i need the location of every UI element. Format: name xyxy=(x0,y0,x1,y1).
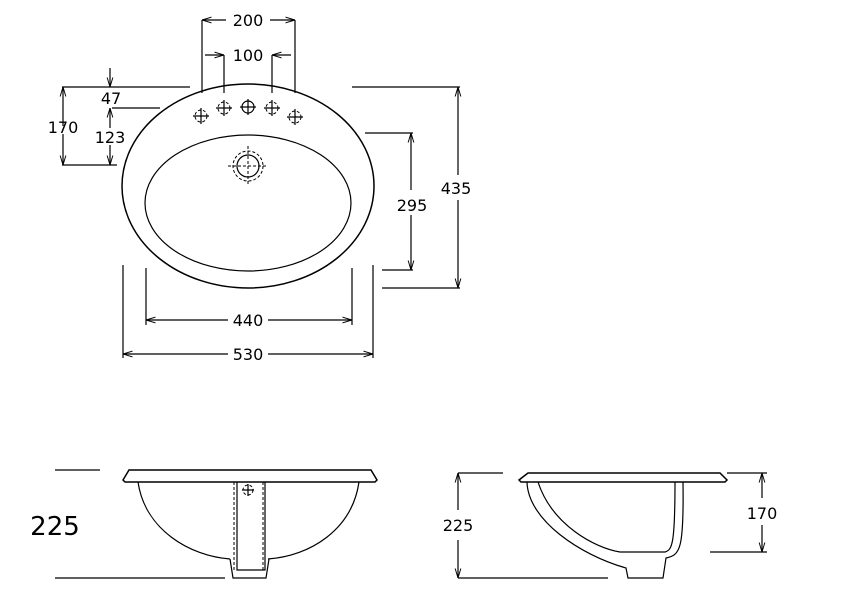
dim-123: 123 xyxy=(95,128,126,147)
tap-holes xyxy=(193,99,303,125)
drain-icon xyxy=(228,146,268,186)
basin-outer-rim xyxy=(121,83,375,289)
basin-bowl xyxy=(144,134,352,272)
front-rim xyxy=(122,469,378,483)
dim-170: 170 xyxy=(48,118,79,137)
overflow-icon xyxy=(242,484,254,496)
dim-225-side: 225 xyxy=(443,516,474,535)
side-rim xyxy=(517,472,729,483)
top-view: 200 100 170 47 123 295 435 440 530 xyxy=(48,11,472,364)
dim-225-front: 225 xyxy=(30,512,80,542)
dim-530: 530 xyxy=(233,345,264,364)
dim-435: 435 xyxy=(441,179,472,198)
dim-100: 100 xyxy=(233,46,264,65)
tap-hole-icon xyxy=(193,108,209,124)
dim-170-side: 170 xyxy=(747,504,778,523)
tap-hole-icon xyxy=(287,109,303,125)
tap-hole-icon xyxy=(216,100,232,116)
dim-440: 440 xyxy=(233,311,264,330)
tap-hole-icon xyxy=(264,100,280,116)
dim-47: 47 xyxy=(101,89,121,108)
dim-200: 200 xyxy=(233,11,264,30)
tap-hole-icon xyxy=(240,99,256,115)
front-view: 225 xyxy=(30,469,378,579)
dim-295: 295 xyxy=(397,196,428,215)
side-view: 225 170 xyxy=(443,472,778,579)
